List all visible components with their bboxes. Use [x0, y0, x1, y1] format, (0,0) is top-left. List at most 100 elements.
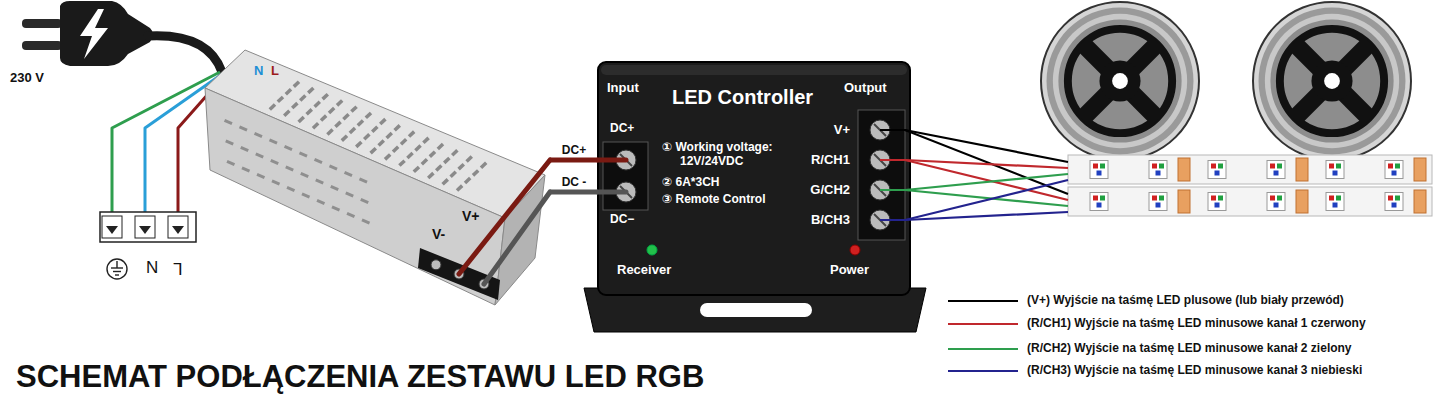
terminal-label: V+	[834, 122, 850, 138]
power-supply-body	[356, 142, 361, 147]
led-strip	[1333, 203, 1338, 208]
power-supply-body	[331, 186, 339, 189]
legend-line	[948, 370, 1018, 372]
power-supply-body	[479, 279, 489, 289]
power-supply-body	[225, 120, 233, 123]
power-supply: V- V+	[200, 45, 550, 310]
power-supply-body	[345, 172, 353, 175]
controller-body	[870, 120, 890, 140]
mains-plug	[22, 41, 62, 50]
led-reel	[1265, 14, 1399, 148]
led-strip	[1385, 161, 1403, 179]
led-controller: InputLED ControllerOutputDC+DC−① Working…	[598, 62, 910, 295]
led-strip	[1296, 190, 1308, 213]
led-strip	[1329, 196, 1334, 201]
legend-sample	[945, 292, 1025, 310]
power-supply-body	[299, 117, 304, 122]
power-supply-body	[438, 144, 443, 149]
power-wire	[550, 190, 598, 195]
power-supply-body	[350, 128, 355, 133]
power-supply-body	[301, 173, 309, 176]
power-supply-body	[366, 113, 371, 118]
led-strip	[1090, 193, 1108, 211]
led-strip	[1068, 187, 1432, 216]
led-strip	[1277, 196, 1282, 201]
led-strip	[1211, 196, 1216, 201]
led-strip	[1270, 196, 1275, 201]
power-supply-shape	[200, 45, 550, 310]
power-supply-body	[323, 94, 328, 99]
terminal-label: V-	[432, 226, 445, 243]
led-strip	[1267, 161, 1285, 179]
power-supply-body	[332, 207, 340, 210]
mains-plug	[60, 1, 153, 66]
mains-plug	[22, 19, 62, 28]
led-strip	[1152, 196, 1157, 201]
power-supply-body	[459, 164, 464, 169]
led-reel	[1280, 29, 1384, 133]
controller-body	[870, 180, 890, 200]
led-strip	[1329, 164, 1334, 169]
controller-body	[850, 245, 860, 255]
device-title: LED Controller	[672, 85, 813, 109]
terminal-label: V+	[462, 208, 480, 225]
conductor-label: N	[254, 63, 263, 79]
power-supply-body	[385, 154, 390, 159]
voltage-label-holder: 230 V	[10, 70, 44, 86]
terminal-label-holder: DC−	[610, 212, 634, 226]
legend-text: (V+) Wyjście na taśmę LED plusowe (lub b…	[1027, 293, 1344, 307]
led-strip	[1208, 161, 1226, 179]
power-supply-body	[315, 159, 323, 162]
terminal-block	[100, 212, 196, 242]
wire-label-holder: DC+	[560, 143, 588, 157]
power-supply-body	[409, 132, 414, 137]
spec-line: ③ Remote Control	[662, 192, 766, 206]
led-strip	[1392, 203, 1397, 208]
power-supply-body	[321, 116, 326, 121]
controller-body	[620, 154, 632, 166]
led-strip	[1068, 155, 1432, 184]
led-reel	[1041, 2, 1199, 160]
led-reel	[1041, 2, 1199, 160]
conductor-label: L	[271, 63, 279, 79]
power-supply-body	[278, 97, 283, 102]
power-supply-body	[351, 107, 356, 112]
led-strip	[1218, 164, 1223, 169]
power-supply-body	[308, 88, 313, 93]
power-supply-body	[418, 248, 500, 300]
led-reel	[1041, 2, 1411, 160]
power-supply-body	[330, 166, 338, 169]
terminal-block	[172, 226, 184, 234]
power-wire	[550, 158, 598, 163]
power-supply-body	[205, 50, 545, 305]
terminal-label: R/CH1	[811, 152, 850, 168]
power-supply-body	[457, 186, 462, 191]
controller-body	[874, 184, 886, 196]
power-supply-body	[372, 127, 377, 132]
led-strip	[1388, 164, 1393, 169]
power-supply-body	[346, 193, 354, 196]
led-strip	[1333, 171, 1338, 176]
power-supply-body	[401, 139, 406, 144]
led-strip	[1097, 203, 1102, 208]
spec-line: ② 6A*3CH	[662, 175, 720, 189]
port-heading-holder: Output	[844, 80, 887, 96]
terminal-label: DC+	[610, 121, 634, 135]
spec-line-holder: ② 6A*3CH	[662, 175, 720, 189]
led-strip	[1068, 187, 1432, 216]
power-supply-body	[286, 89, 291, 94]
power-supply-body	[307, 109, 312, 114]
led-strip	[1270, 164, 1275, 169]
controller-body	[620, 186, 632, 198]
power-supply-body	[317, 200, 325, 203]
terminal-block	[135, 216, 155, 238]
power-supply-body	[399, 161, 404, 166]
power-supply-body	[255, 133, 263, 136]
terminal-label: G/CH2	[810, 182, 850, 198]
power-supply-body	[467, 157, 472, 162]
power-supply-body	[286, 167, 294, 170]
power-supply-body	[226, 141, 234, 144]
led-strip	[1395, 164, 1400, 169]
power-supply-body	[292, 103, 297, 108]
